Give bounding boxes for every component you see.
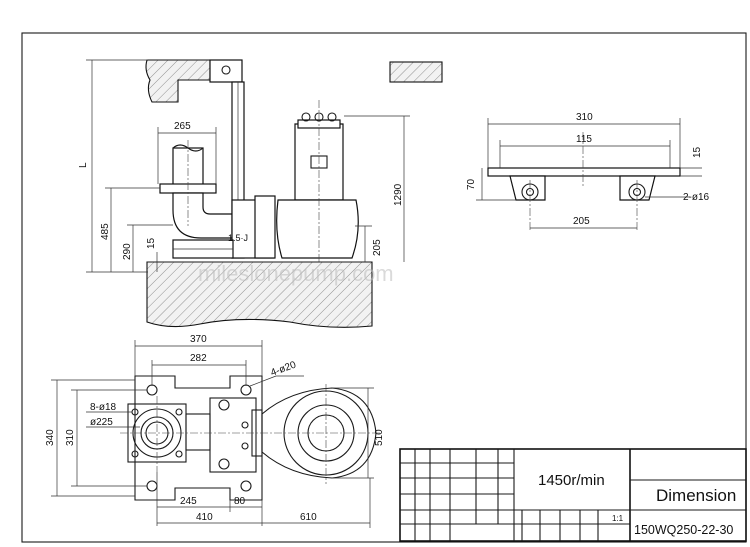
scale-label: 1:1 — [612, 514, 624, 523]
lifting-eye-3 — [327, 112, 337, 122]
dim-115: 115 — [576, 134, 592, 145]
base-bolt-tl — [146, 384, 158, 396]
dim-265: 265 — [174, 121, 191, 132]
plan-dimensions: 370 282 4-ø20 8-ø18 ø225 340 31 — [45, 334, 385, 528]
elevation-dimensions: L 265 485 290 15 1.5·J 1290 — [78, 59, 410, 273]
elevation-view: L 265 485 290 15 1.5·J 1290 — [78, 59, 443, 328]
coupling-plate — [254, 195, 276, 259]
coupling-bolt-1 — [218, 399, 230, 411]
coupling-bolt-4 — [241, 442, 249, 450]
title-block: 1450r/min Dimension 1:1 150WQ250-22-30 — [399, 448, 747, 542]
dim-70: 70 — [466, 178, 477, 190]
dim-310-left: 310 — [65, 429, 76, 446]
dim-310-top: 310 — [576, 112, 593, 123]
elbow — [172, 192, 233, 239]
dim-340: 340 — [45, 429, 56, 446]
title-block-frame — [399, 448, 747, 542]
discharge-pipe — [172, 147, 204, 187]
pump-volute — [276, 199, 359, 259]
bracket-bolt — [221, 65, 231, 75]
plan-view: 370 282 4-ø20 8-ø18 ø225 340 31 — [45, 334, 385, 528]
support-dimensions: 310 115 15 70 2-ø16 205 — [466, 112, 710, 229]
ground-slab — [146, 261, 373, 328]
rail-support-detail: 310 115 15 70 2-ø16 205 — [466, 112, 710, 230]
support-plate — [487, 167, 681, 177]
title-block-grid — [400, 449, 746, 541]
rail-bracket — [209, 59, 243, 83]
dim-205v: 205 — [372, 239, 383, 256]
speed-label: 1450r/min — [538, 472, 605, 489]
drawing-title: Dimension — [656, 486, 736, 505]
top-slab-right — [389, 61, 443, 83]
dim-370: 370 — [190, 334, 207, 345]
base-bolt-bl — [146, 480, 158, 492]
dim-290: 290 — [122, 243, 133, 260]
dim-245: 245 — [180, 496, 197, 507]
coupling-bolt-2 — [218, 458, 230, 470]
dim-205h: 205 — [573, 216, 590, 227]
dim-2phi16: 2-ø16 — [683, 192, 710, 203]
dim-282: 282 — [190, 353, 207, 364]
lifting-eye-1 — [301, 112, 311, 122]
coupling-plate-plan — [209, 397, 257, 473]
dim-L: L — [78, 162, 89, 168]
dim-15a: 15 — [146, 237, 157, 249]
dim-610: 610 — [300, 512, 317, 523]
watermark: mileslonepump.com — [198, 261, 394, 286]
dim-1-5j: 1.5·J — [228, 233, 248, 243]
base-bolt-br — [240, 480, 252, 492]
dim-410: 410 — [196, 512, 213, 523]
dim-15b: 15 — [692, 146, 703, 158]
top-slab-left — [145, 59, 211, 103]
coupling-bolt-3 — [241, 421, 249, 429]
dim-80: 80 — [234, 496, 246, 507]
support-bracket-left — [509, 175, 546, 201]
connecting-pipe — [185, 413, 211, 451]
dim-phi225: ø225 — [90, 417, 113, 428]
sheet-border — [21, 32, 747, 543]
dim-510: 510 — [374, 429, 385, 446]
model-number: 150WQ250-22-30 — [634, 523, 733, 537]
dim-1290: 1290 — [393, 183, 404, 206]
base-bolt-tr — [240, 384, 252, 396]
dim-8phi18: 8-ø18 — [90, 402, 117, 413]
dim-485: 485 — [100, 223, 111, 240]
